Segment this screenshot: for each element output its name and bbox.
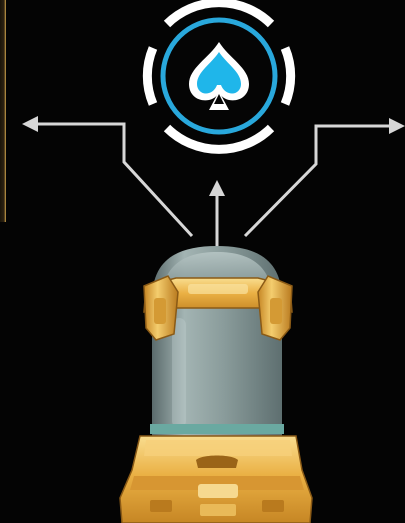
upgrade-arrows [22, 116, 405, 246]
arrow-right [245, 126, 392, 236]
arrow-left [36, 124, 192, 236]
spade-badge[interactable] [147, 3, 290, 150]
capsule-pod-icon[interactable] [120, 246, 312, 523]
